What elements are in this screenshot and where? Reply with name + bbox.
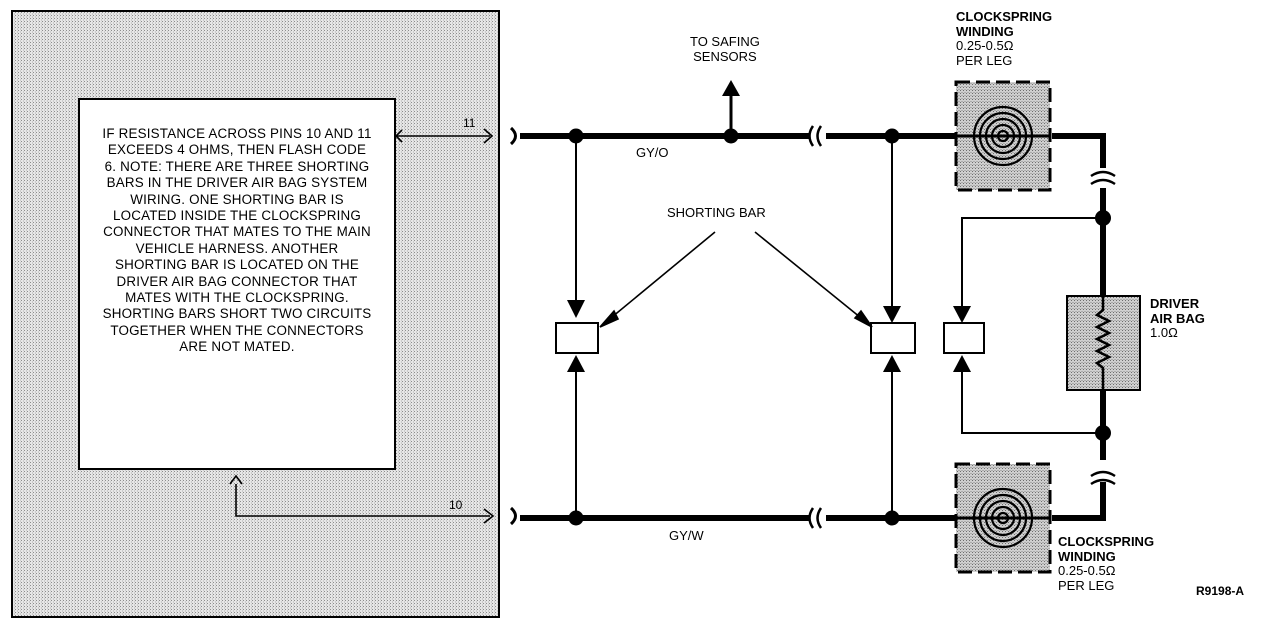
splice-dots [568, 128, 1111, 526]
shorting-bar-left [555, 322, 599, 354]
clockspring-top-line1: CLOCKSPRING [956, 9, 1053, 24]
shorting-bar-lines [575, 136, 1103, 518]
airbag-line3: 1.0Ω [1150, 325, 1178, 340]
driver-air-bag-label: DRIVER AIR BAG 1.0Ω [1150, 296, 1205, 341]
module-note-box: IF RESISTANCE ACROSS PINS 10 AND 11 EXCE… [78, 98, 396, 470]
airbag-line2: AIR BAG [1150, 310, 1205, 326]
safing-branch [722, 80, 740, 136]
wire-color-top: GY/O [636, 145, 669, 160]
shorting-bar-leaders [599, 231, 873, 328]
clockspring-bottom-line3: 0.25-0.5Ω [1058, 563, 1116, 578]
figure-id: R9198-A [1196, 584, 1245, 598]
shorting-bar-middle [870, 322, 916, 354]
clockspring-bottom-line2: WINDING [1058, 548, 1116, 564]
shorting-bar-right [943, 322, 985, 354]
clockspring-top-label: CLOCKSPRING WINDING 0.25-0.5Ω PER LEG [956, 9, 1053, 68]
clockspring-top-line4: PER LEG [956, 52, 1013, 68]
safing-line2: SENSORS [693, 49, 757, 64]
shorting-bar-label: SHORTING BAR [667, 205, 766, 220]
shorting-bar-arrows [567, 300, 971, 372]
driver-air-bag [1066, 295, 1141, 391]
pin-leaders [229, 128, 495, 524]
module-note-text: IF RESISTANCE ACROSS PINS 10 AND 11 EXCE… [102, 126, 372, 355]
wire-color-bottom: GY/W [669, 528, 704, 543]
clockspring-bottom-line1: CLOCKSPRING [1058, 534, 1155, 549]
safing-line1: TO SAFING [690, 34, 760, 49]
clockspring-top [954, 80, 1052, 192]
clockspring-bottom-line4: PER LEG [1058, 577, 1115, 593]
harness-connector [509, 126, 517, 526]
safing-sensors-label: TO SAFING SENSORS [690, 34, 760, 64]
pin-10-label: 10 [449, 498, 463, 512]
airbag-line1: DRIVER [1150, 296, 1200, 311]
clockspring-top-line3: 0.25-0.5Ω [956, 38, 1014, 53]
pin-11-label: 11 [463, 116, 476, 130]
clockspring-top-line2: WINDING [956, 23, 1014, 39]
inline-connectors [808, 125, 1116, 529]
main-wires [520, 133, 1106, 521]
clockspring-bottom-label: CLOCKSPRING WINDING 0.25-0.5Ω PER LEG [1058, 534, 1155, 593]
clockspring-bottom [954, 462, 1052, 574]
